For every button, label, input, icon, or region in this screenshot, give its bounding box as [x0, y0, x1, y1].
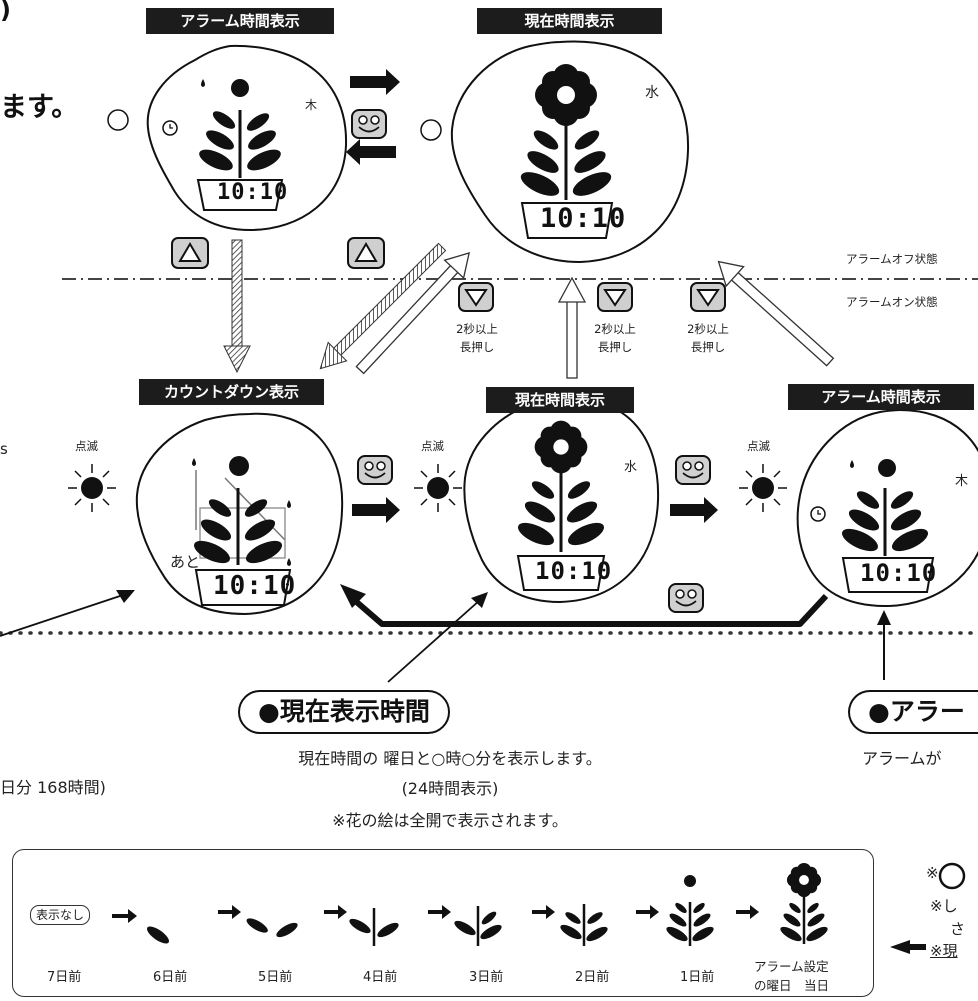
press-label-2b: 長押し [597, 340, 633, 354]
blink-label-1: 点滅 [75, 439, 98, 453]
note-4: ※現 [930, 942, 958, 960]
blink-sun-3-icon [739, 464, 787, 512]
legend-no-display: 表示なし [30, 905, 91, 925]
button-circle-right[interactable] [420, 119, 442, 141]
blink-label-3: 点滅 [747, 439, 770, 453]
legend-stage-1 [666, 875, 714, 946]
left-arrow-note-icon [890, 940, 910, 954]
press-label-3b: 長押し [690, 340, 726, 354]
label-alarm-off: アラームオフ状態 [846, 252, 938, 266]
left-partial-hours: 日分 168時間) [0, 778, 106, 797]
legend-day-4: 4日前 [363, 970, 398, 985]
tag-alarm-time-mid: アラーム時間表示 [788, 384, 974, 410]
tag-current-time-top: 現在時間表示 [477, 8, 662, 34]
down-button-3[interactable] [690, 282, 726, 312]
face-button-bottom[interactable] [668, 583, 704, 613]
blink-sun-1-icon [68, 464, 116, 512]
legend-day-5: 5日前 [258, 970, 293, 985]
legend-stage-6 [146, 926, 170, 944]
white-arrow-up-2 [557, 276, 587, 379]
press-label-1b: 長押し [459, 340, 495, 354]
current-desc-1: 現在時間の 曜日と○時○分を表示します。 [298, 749, 602, 768]
current-desc-3: ※花の絵は全開で表示されます。 [332, 811, 568, 830]
legend-day-7: 7日前 [47, 970, 82, 985]
legend-day-2: 2日前 [575, 970, 610, 985]
pointer-line-current [387, 599, 481, 683]
lcd-time-current-mid: 10:10 [535, 557, 613, 585]
legend-day-6: 6日前 [153, 970, 188, 985]
white-arrow-up-3 [717, 260, 835, 367]
legend-alarm-set: アラーム設定 [754, 959, 829, 974]
press-label-1a: 2秒以上 [456, 322, 498, 336]
blink-sun-2-icon [414, 464, 462, 512]
arrow-left-icon [346, 139, 396, 165]
weekday-current-mid: 水 [624, 460, 638, 475]
growth-legend-box [12, 849, 874, 997]
current-desc-2: (24時間表示) [401, 779, 499, 798]
down-button-1[interactable] [458, 282, 494, 312]
return-arrow-head-icon [340, 584, 366, 608]
return-loop-arrow [350, 593, 829, 627]
device-current-top [450, 40, 690, 264]
top-left-paren: ) [0, 0, 11, 24]
left-partial-s: s [0, 440, 8, 458]
label-alarm-on: アラームオン状態 [846, 295, 938, 309]
pointer-line-left [0, 595, 121, 637]
white-arrow-up-1 [355, 252, 470, 375]
lcd-time-alarm-mid: 10:10 [860, 559, 938, 587]
weekday-current-top: 水 [645, 85, 659, 101]
countdown-ato: あと [170, 553, 201, 571]
up-button-1[interactable] [171, 237, 209, 269]
device-current-mid [463, 398, 660, 604]
top-left-masu: ます。 [0, 92, 79, 123]
hatched-arrow-down [223, 239, 251, 374]
weekday-alarm-top: 木 [305, 98, 318, 112]
legend-stage-5 [246, 918, 298, 938]
device-countdown [135, 412, 344, 616]
alarm-desc-1: アラームが [862, 749, 942, 768]
lcd-time-alarm-top: 10:10 [217, 180, 289, 205]
arrow-right-mid-2-icon [670, 497, 718, 523]
legend-arrows [112, 905, 759, 923]
button-circle-left[interactable] [107, 109, 129, 131]
face-button-top[interactable] [351, 109, 387, 139]
tag-current-time-mid: 現在時間表示 [486, 387, 634, 413]
alarm-display-title: ●アラー [848, 690, 978, 734]
note-2: ※し [930, 897, 958, 915]
blink-label-2: 点滅 [421, 439, 444, 453]
up-button-2[interactable] [347, 237, 385, 269]
legend-weekday-today: の曜日 当日 [754, 978, 830, 993]
down-button-2[interactable] [597, 282, 633, 312]
note-1: ※ [926, 864, 939, 882]
arrow-right-icon [350, 69, 400, 95]
weekday-alarm-mid: 木 [955, 474, 969, 489]
device-alarm-top [146, 44, 348, 232]
legend-day-3: 3日前 [469, 970, 504, 985]
press-label-2a: 2秒以上 [594, 322, 636, 336]
legend-stage-4 [349, 908, 399, 946]
legend-stage-3 [454, 906, 502, 946]
tag-alarm-time-top: アラーム時間表示 [146, 8, 334, 34]
face-button-mid-1[interactable] [357, 455, 393, 485]
clock-note-icon [938, 862, 966, 890]
face-button-mid-2[interactable] [675, 455, 711, 485]
legend-stage-day [780, 862, 828, 944]
hatched-arrow-diagonal [319, 242, 447, 370]
current-display-title: ●現在表示時間 [238, 690, 450, 734]
lcd-time-countdown: 10:10 [213, 571, 297, 601]
tag-countdown: カウントダウン表示 [139, 379, 324, 405]
note-3: さ [950, 920, 966, 938]
press-label-3a: 2秒以上 [687, 322, 729, 336]
lcd-time-current-top: 10:10 [540, 203, 627, 234]
legend-stage-2 [560, 904, 608, 946]
arrow-right-mid-1-icon [352, 497, 400, 523]
device-alarm-mid [796, 408, 978, 608]
legend-day-1: 1日前 [680, 970, 715, 985]
